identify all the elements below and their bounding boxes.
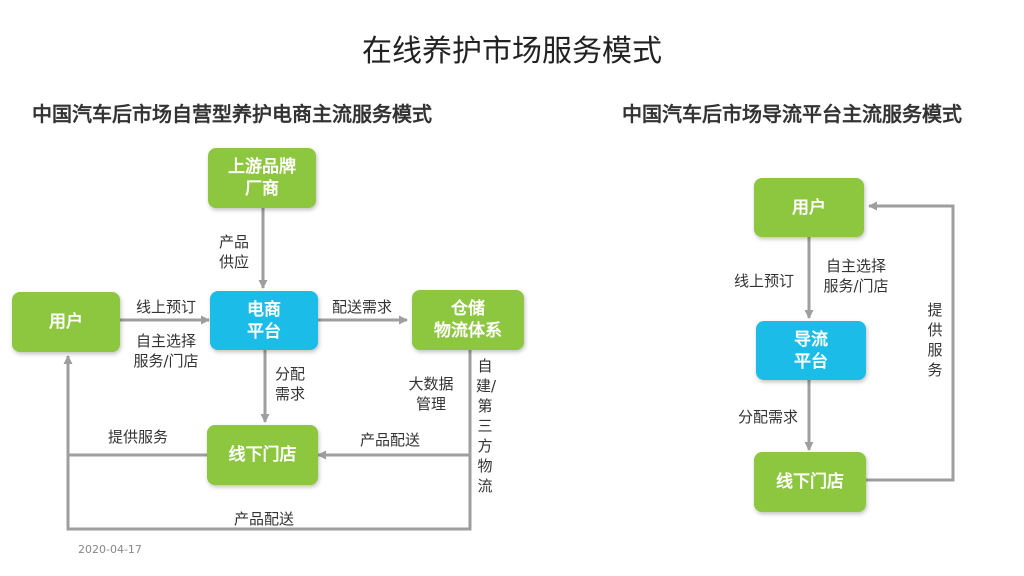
line-warehouse-delivery-to-user bbox=[66, 455, 472, 531]
label-product-supply: 产品 供应 bbox=[218, 233, 249, 271]
label-product-delivery-lower: 产品配送 bbox=[233, 510, 294, 528]
arrow-store-to-user-right bbox=[866, 201, 955, 482]
node-user-right: 用户 bbox=[754, 178, 864, 237]
node-user-left: 用户 bbox=[12, 292, 120, 352]
node-upstream-brand: 上游品牌 厂商 bbox=[208, 148, 316, 208]
label-self-select-right: 自主选择 服务/门店 bbox=[823, 257, 889, 295]
label-product-delivery-upper: 产品配送 bbox=[359, 431, 420, 449]
node-offline-store-right: 线下门店 bbox=[754, 452, 866, 512]
page-title: 在线养护市场服务模式 bbox=[362, 34, 662, 69]
date-stamp: 2020-04-17 bbox=[78, 543, 142, 556]
label-self-select-left: 自主选择 服务/门店 bbox=[133, 332, 199, 370]
right-diagram-title: 中国汽车后市场导流平台主流服务模式 bbox=[622, 102, 962, 126]
label-allocate-demand-right: 分配需求 bbox=[737, 408, 798, 426]
node-ecommerce-platform: 电商 平台 bbox=[210, 291, 318, 350]
label-provide-service-right: 提供服务 bbox=[927, 301, 943, 379]
node-guide-platform: 导流 平台 bbox=[756, 321, 866, 380]
label-self-built-logistics: 自建/第三方物流 bbox=[476, 357, 497, 495]
label-delivery-demand: 配送需求 bbox=[331, 298, 392, 316]
label-online-booking-right: 线上预订 bbox=[733, 272, 794, 290]
label-online-booking-left: 线上预订 bbox=[135, 298, 196, 316]
label-provide-service-left: 提供服务 bbox=[107, 428, 168, 446]
node-warehouse-logistics: 仓储 物流体系 bbox=[412, 290, 524, 350]
label-allocate-demand-left: 分配 需求 bbox=[274, 365, 305, 403]
label-big-data: 大数据 管理 bbox=[408, 375, 454, 413]
node-offline-store-left: 线下门店 bbox=[207, 425, 318, 485]
left-diagram-title: 中国汽车后市场自营型养护电商主流服务模式 bbox=[32, 102, 432, 126]
